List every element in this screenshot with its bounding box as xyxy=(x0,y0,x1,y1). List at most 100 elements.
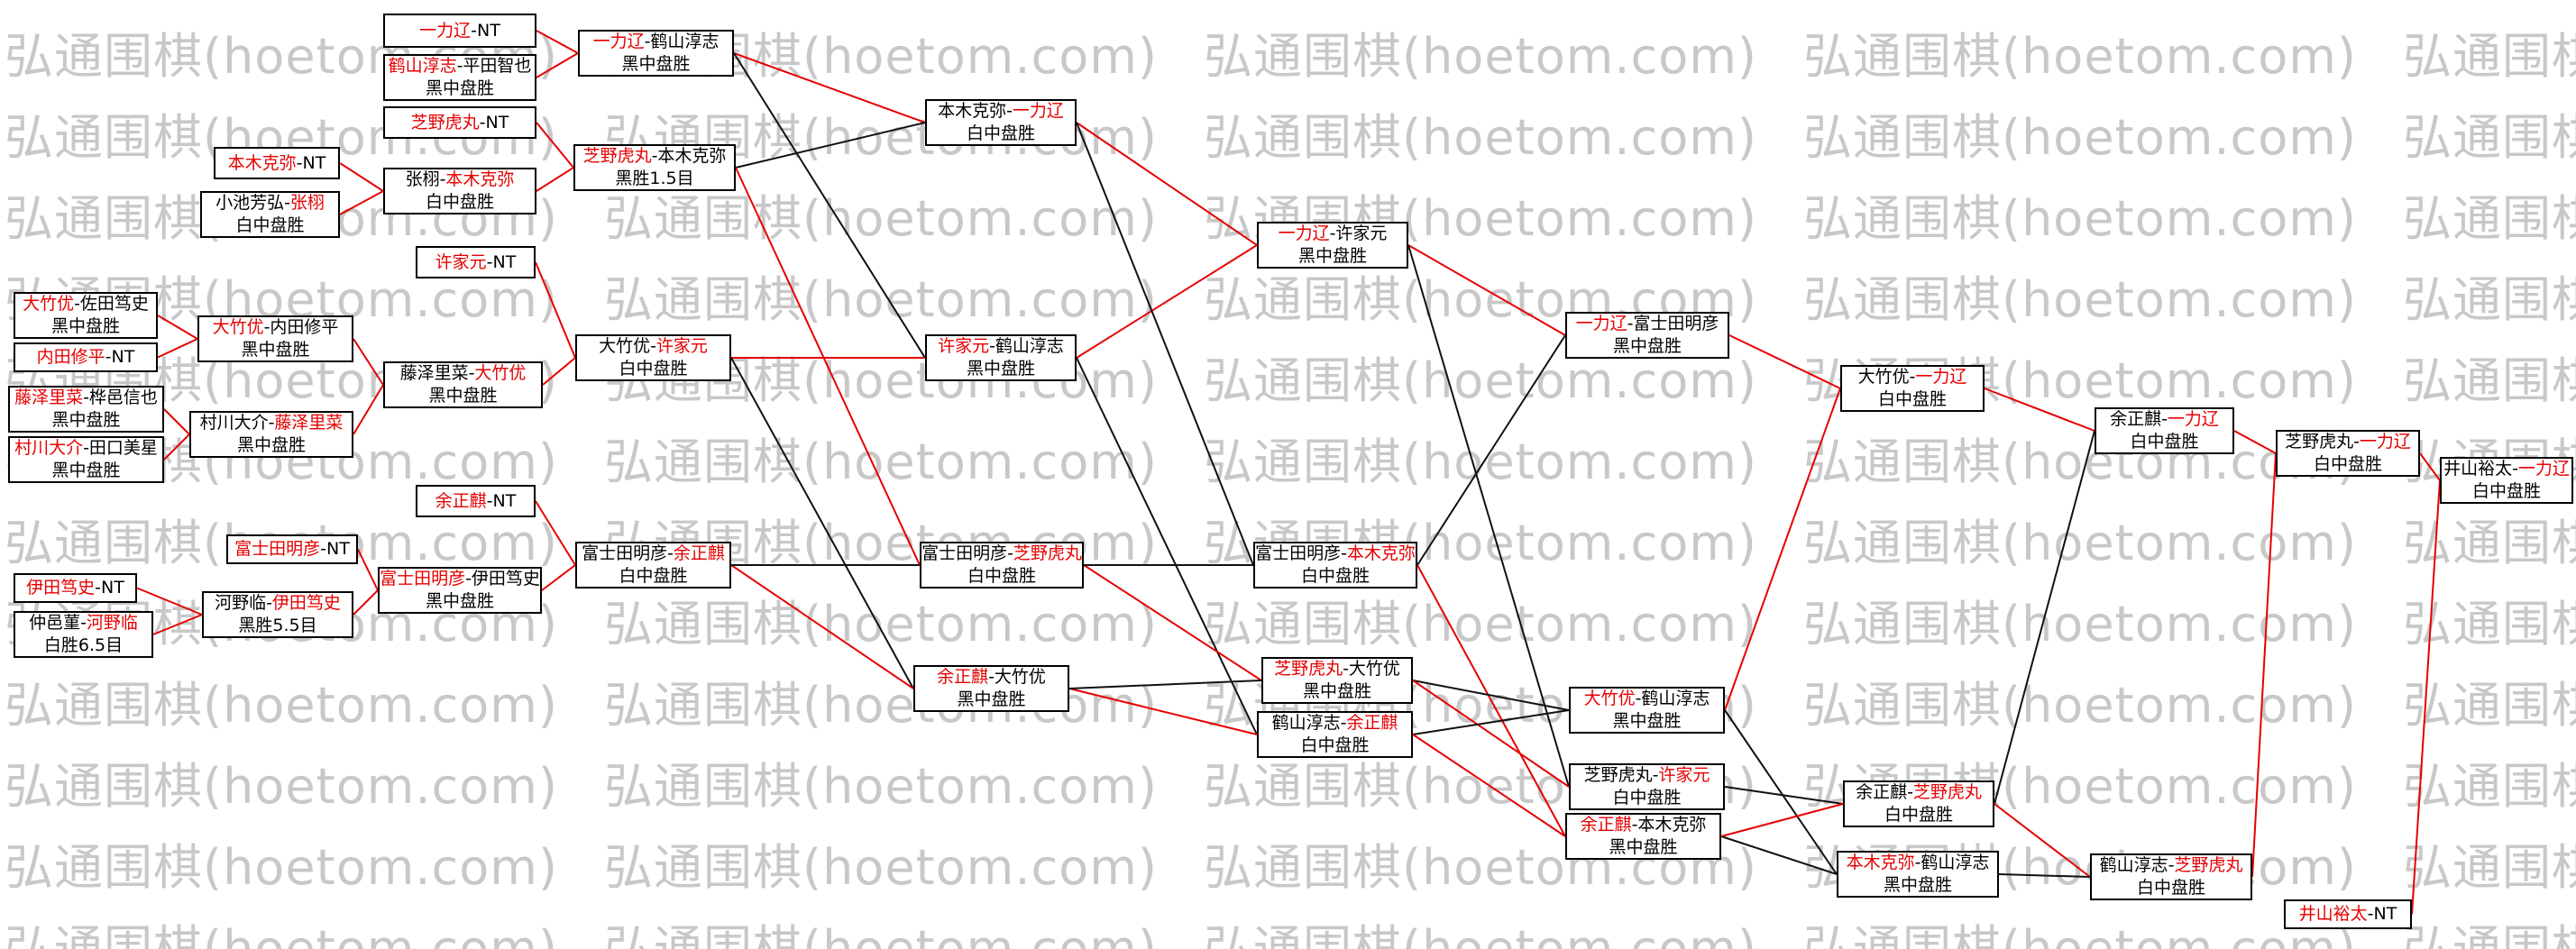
match-node-38[interactable]: 余正麒-芝野虎丸白中盘胜 xyxy=(1843,780,1994,827)
match-result: 黑中盘胜 xyxy=(236,435,306,455)
winner-name: 一力辽 xyxy=(2167,409,2219,429)
match-node-2[interactable]: 鹤山淳志-平田智也黑中盘胜 xyxy=(383,54,536,101)
player-name: -NT xyxy=(471,20,500,41)
match-players: 一力辽-许家元 xyxy=(1279,224,1388,245)
match-node-14[interactable]: 藤泽里菜-大竹优黑中盘胜 xyxy=(383,361,543,408)
match-players: 鹤山淳志-平田智也 xyxy=(389,56,532,78)
match-node-4[interactable]: 本木克弥-NT xyxy=(214,147,340,179)
winner-name: 余正麒 xyxy=(1346,713,1398,733)
match-players: 大竹优-许家元 xyxy=(599,336,708,358)
match-node-36[interactable]: 余正麒-本木克弥黑中盘胜 xyxy=(1565,813,1721,860)
match-node-28[interactable]: 余正麒-大竹优黑中盘胜 xyxy=(913,665,1069,712)
match-node-29[interactable]: 一力辽-许家元黑中盘胜 xyxy=(1257,222,1408,269)
match-players: 许家元-NT xyxy=(435,251,517,274)
player-name: -桦邑信也 xyxy=(83,388,158,407)
match-node-5[interactable]: 张栩-本木克弥白中盘胜 xyxy=(383,168,536,214)
winner-name: 富士田明彦 xyxy=(234,539,321,559)
match-node-41[interactable]: 鹤山淳志-芝野虎丸白中盘胜 xyxy=(2090,853,2252,900)
bracket-line xyxy=(1416,564,1566,837)
match-node-35[interactable]: 芝野虎丸-许家元白中盘胜 xyxy=(1569,763,1725,810)
match-node-22[interactable]: 富士田明彦-伊田笃史黑中盘胜 xyxy=(378,567,542,614)
match-node-12[interactable]: 内田修平-NT xyxy=(14,342,158,372)
match-result: 黑中盘胜 xyxy=(621,54,691,74)
player-name: 井山裕太- xyxy=(2443,459,2518,479)
winner-name: 一力辽 xyxy=(1915,367,1967,387)
player-name: -富士田明彦 xyxy=(1627,314,1719,333)
match-players: 伊田笃史-NT xyxy=(26,577,124,599)
match-node-16[interactable]: 许家元-鹤山淳志黑中盘胜 xyxy=(925,334,1077,381)
bracket-line xyxy=(157,338,198,359)
winner-name: 大竹优 xyxy=(1583,689,1636,708)
match-node-30[interactable]: 富士田明彦-本木克弥白中盘胜 xyxy=(1253,542,1417,589)
player-name: 大竹优- xyxy=(1857,367,1916,387)
player-name: 张栩- xyxy=(405,169,446,189)
match-node-32[interactable]: 鹤山淳志-余正麒白中盘胜 xyxy=(1257,711,1413,758)
player-name: 村川大介- xyxy=(199,413,275,433)
winner-name: 许家元 xyxy=(1658,765,1710,785)
match-result: 白中盘胜 xyxy=(2313,454,2382,474)
match-result: 黑中盘胜 xyxy=(51,410,121,430)
bracket-line xyxy=(1076,244,1258,359)
bracket-line xyxy=(353,589,379,616)
match-node-42[interactable]: 芝野虎丸-一力辽白中盘胜 xyxy=(2276,430,2420,477)
watermark-text: 弘通围棋(hoetom.com) xyxy=(5,677,558,734)
match-node-15[interactable]: 大竹优-许家元白中盘胜 xyxy=(575,334,731,381)
winner-name: 藤泽里菜 xyxy=(274,413,344,433)
watermark-text: 弘通围棋(hoetom.com) xyxy=(2403,758,2576,815)
match-node-33[interactable]: 一力辽-富士田明彦黑中盘胜 xyxy=(1565,312,1729,359)
bracket-line xyxy=(1984,388,2095,432)
match-players: 余正麒-芝野虎丸 xyxy=(1856,782,1982,804)
match-node-20[interactable]: 余正麒-NT xyxy=(416,485,536,517)
match-result: 白中盘胜 xyxy=(1300,566,1370,586)
match-node-7[interactable]: 一力辽-鹤山淳志黑中盘胜 xyxy=(578,30,734,77)
match-node-43[interactable]: 井山裕太-NT xyxy=(2284,899,2412,929)
player-name: 余正麒- xyxy=(2110,409,2168,429)
match-node-37[interactable]: 大竹优-一力辽白中盘胜 xyxy=(1840,365,1985,412)
bracket-line xyxy=(357,549,379,591)
match-node-23[interactable]: 富士田明彦-余正麒白中盘胜 xyxy=(575,542,731,589)
bracket-line xyxy=(353,338,384,386)
match-node-3[interactable]: 芝野虎丸-NT xyxy=(383,106,536,139)
bracket-line xyxy=(1076,357,1258,735)
match-node-26[interactable]: 仲邑菫-河野临白胜6.5目 xyxy=(14,611,153,658)
winner-name: 一力辽 xyxy=(419,20,472,41)
match-node-27[interactable]: 富士田明彦-芝野虎丸白中盘胜 xyxy=(920,542,1084,589)
watermark-text: 弘通围棋(hoetom.com) xyxy=(1803,271,2357,328)
match-node-25[interactable]: 河野临-伊田笃史黑胜5.5目 xyxy=(202,591,353,638)
match-players: 小池芳弘-张栩 xyxy=(215,193,325,214)
watermark-text: 弘通围棋(hoetom.com) xyxy=(2403,515,2576,571)
match-node-24[interactable]: 伊田笃史-NT xyxy=(14,573,137,603)
match-node-19[interactable]: 村川大介-藤泽里菜黑中盘胜 xyxy=(189,411,353,458)
match-node-44[interactable]: 井山裕太-一力辽白中盘胜 xyxy=(2440,457,2573,504)
match-node-39[interactable]: 本木克弥-鹤山淳志黑中盘胜 xyxy=(1837,851,1999,898)
watermark-text: 弘通围棋(hoetom.com) xyxy=(2403,352,2576,409)
player-name: 富士田明彦- xyxy=(582,543,674,563)
match-node-8[interactable]: 芝野虎丸-本木克弥黑胜1.5目 xyxy=(573,144,736,191)
match-players: 一力辽-NT xyxy=(419,20,500,42)
match-node-21[interactable]: 富士田明彦-NT xyxy=(226,534,358,564)
player-name: -本木克弥 xyxy=(651,146,727,166)
match-node-17[interactable]: 藤泽里菜-桦邑信也黑中盘胜 xyxy=(8,386,164,433)
winner-name: 余正麒 xyxy=(435,490,487,511)
match-node-1[interactable]: 一力辽-NT xyxy=(383,14,536,48)
match-players: 大竹优-佐田笃史 xyxy=(23,294,149,315)
watermark-text: 弘通围棋(hoetom.com) xyxy=(1803,596,2357,652)
match-node-11[interactable]: 大竹优-佐田笃史黑中盘胜 xyxy=(14,292,158,339)
match-node-40[interactable]: 余正麒-一力辽白中盘胜 xyxy=(2095,407,2234,454)
match-players: 鹤山淳志-余正麒 xyxy=(1272,713,1398,735)
bracket-line xyxy=(733,52,926,123)
match-node-6[interactable]: 小池芳弘-张栩白中盘胜 xyxy=(200,191,340,238)
match-node-18[interactable]: 村川大介-田口美星黑中盘胜 xyxy=(8,436,164,483)
match-node-9[interactable]: 本木克弥-一力辽白中盘胜 xyxy=(925,99,1077,146)
match-node-10[interactable]: 许家元-NT xyxy=(416,246,536,278)
player-name: 河野临- xyxy=(215,593,272,613)
bracket-line xyxy=(1068,688,1258,735)
bracket-line xyxy=(163,408,190,435)
winner-name: 芝野虎丸 xyxy=(1912,782,1982,802)
match-players: 村川大介-田口美星 xyxy=(14,438,158,460)
player-name: -鹤山淳志 xyxy=(1635,689,1710,708)
match-node-13[interactable]: 大竹优-内田修平黑中盘胜 xyxy=(197,315,353,362)
player-name: -伊田笃史 xyxy=(465,569,540,589)
match-node-31[interactable]: 芝野虎丸-大竹优黑中盘胜 xyxy=(1261,657,1413,704)
match-node-34[interactable]: 大竹优-鹤山淳志黑中盘胜 xyxy=(1569,687,1725,734)
